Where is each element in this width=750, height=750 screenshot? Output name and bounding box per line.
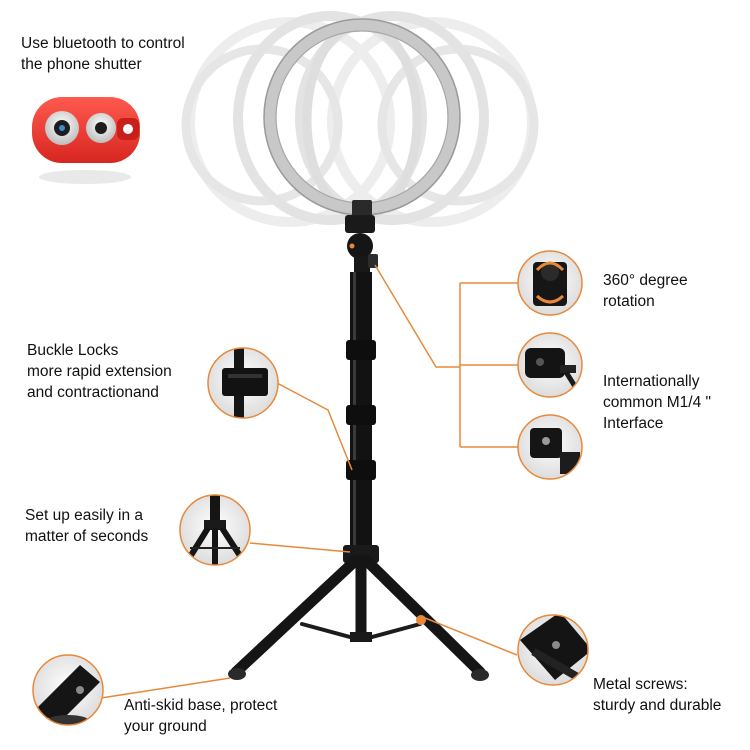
detail-screw-mount	[517, 414, 583, 480]
caption-line: rotation	[603, 293, 655, 310]
interface-caption: Internationally common M1/4 " Interface	[603, 371, 711, 434]
tripod-legs	[228, 554, 489, 681]
detail-interface	[517, 332, 583, 398]
caption-line: 360° degree	[603, 272, 688, 289]
caption-line: Interface	[603, 415, 664, 432]
rotation-caption: 360° degree rotation	[603, 270, 688, 312]
caption-line: your ground	[124, 718, 207, 735]
caption-line: the phone shutter	[21, 56, 142, 73]
caption-line: Metal screws:	[593, 676, 688, 693]
caption-line: Use bluetooth to control	[21, 35, 185, 52]
anti-skid-caption: Anti-skid base, protect your ground	[124, 695, 277, 737]
caption-line: Buckle Locks	[27, 342, 119, 359]
detail-anti-skid-base	[32, 654, 104, 726]
caption-line: more rapid extension	[27, 363, 172, 380]
callout-lines	[100, 264, 518, 699]
detail-rotation	[517, 250, 583, 316]
stand-pole	[343, 272, 379, 563]
caption-line: Anti-skid base, protect	[124, 697, 278, 714]
caption-line: common M1/4 "	[603, 394, 712, 411]
caption-line: and contractionand	[27, 384, 159, 401]
setup-caption: Set up easily in a matter of seconds	[25, 505, 148, 547]
caption-line: matter of seconds	[25, 528, 149, 545]
buckle-locks-caption: Buckle Locks more rapid extension and co…	[27, 340, 172, 403]
bluetooth-caption: Use bluetooth to control the phone shutt…	[21, 33, 185, 75]
ring-light	[181, 11, 539, 227]
caption-line: sturdy and durable	[593, 697, 722, 714]
detail-buckle-lock	[207, 347, 279, 419]
mount-head	[345, 200, 378, 274]
bluetooth-remote	[32, 97, 140, 184]
caption-line: Internationally	[603, 373, 700, 390]
caption-line: Set up easily in a	[25, 507, 144, 524]
metal-screws-caption: Metal screws: sturdy and durable	[593, 674, 721, 716]
detail-metal-screws	[517, 614, 589, 686]
detail-setup	[179, 494, 251, 566]
